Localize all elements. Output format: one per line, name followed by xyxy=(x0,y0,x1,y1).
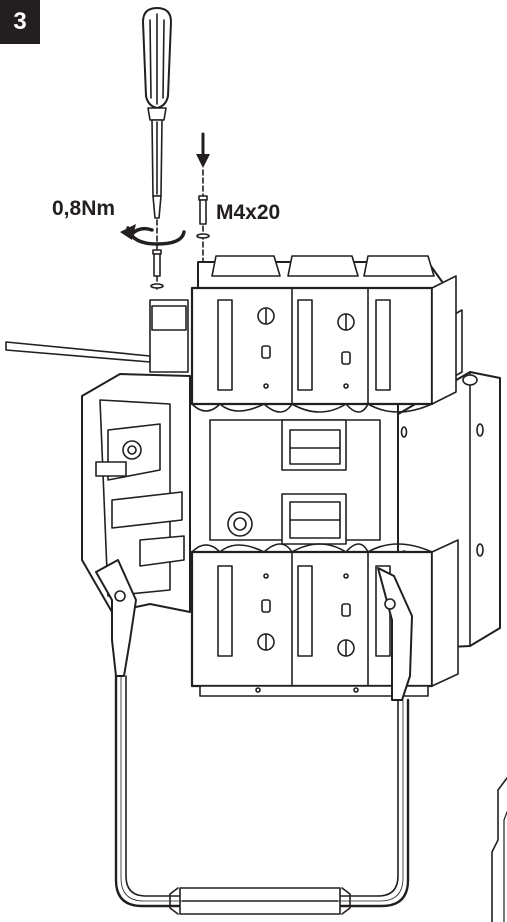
step-number-badge: 3 xyxy=(0,0,40,44)
screw-right xyxy=(197,170,209,262)
rotate-arrow-icon xyxy=(120,224,184,244)
screwdriver-icon xyxy=(143,8,171,218)
screw-left xyxy=(151,220,163,290)
cable xyxy=(6,342,150,362)
torque-label: 0,8Nm xyxy=(52,197,116,220)
carry-handle xyxy=(96,560,412,914)
base-body xyxy=(168,400,398,560)
screw-size-label: M4x20 xyxy=(216,201,281,224)
partial-component xyxy=(492,778,507,922)
down-arrow-icon xyxy=(196,134,210,168)
terminal-block-bottom xyxy=(192,540,458,696)
left-mechanism xyxy=(82,300,190,612)
terminal-block-top xyxy=(192,256,456,412)
